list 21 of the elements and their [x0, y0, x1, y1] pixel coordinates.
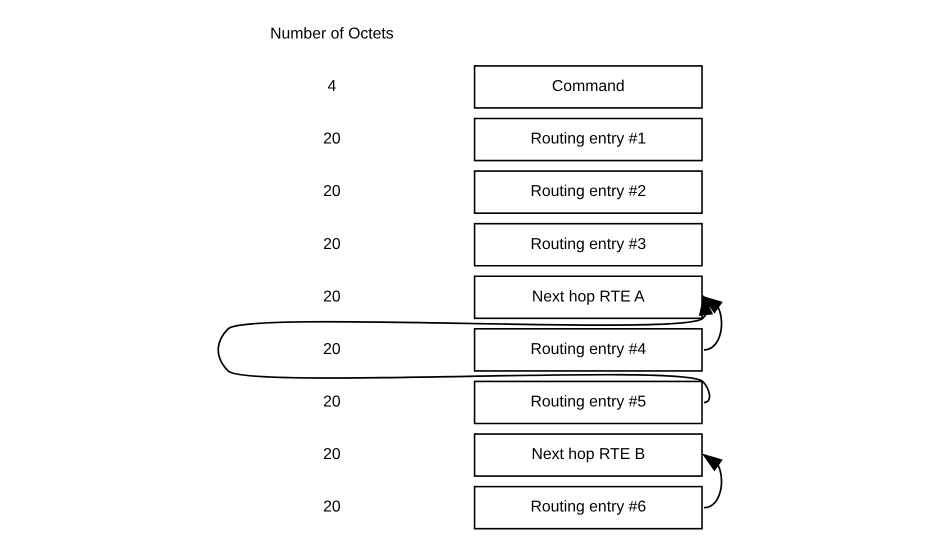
- label: Number of Octets: [270, 25, 394, 42]
- label: 20: [322, 498, 340, 516]
- arrow: [701, 454, 722, 508]
- label: 20: [322, 340, 340, 358]
- node-box: Routing entry #5: [473, 380, 702, 424]
- node-box: Routing entry #3: [473, 222, 702, 267]
- node-box: Routing entry #1: [473, 118, 702, 162]
- node-box: Command: [473, 65, 702, 109]
- node-box: Routing entry #4: [473, 328, 702, 372]
- label: 20: [322, 130, 340, 148]
- node-box: Next hop RTE A: [473, 275, 702, 320]
- label: 20: [322, 183, 340, 200]
- label: 20: [322, 394, 340, 411]
- label: 20: [322, 236, 340, 253]
- label: 4: [327, 78, 336, 96]
- node-box: Next hop RTE B: [473, 433, 702, 477]
- label: 20: [322, 446, 340, 464]
- arrow: [701, 296, 722, 351]
- label: 20: [322, 288, 340, 306]
- node-box: Routing entry #2: [473, 170, 702, 214]
- node-box: Routing entry #6: [473, 486, 702, 530]
